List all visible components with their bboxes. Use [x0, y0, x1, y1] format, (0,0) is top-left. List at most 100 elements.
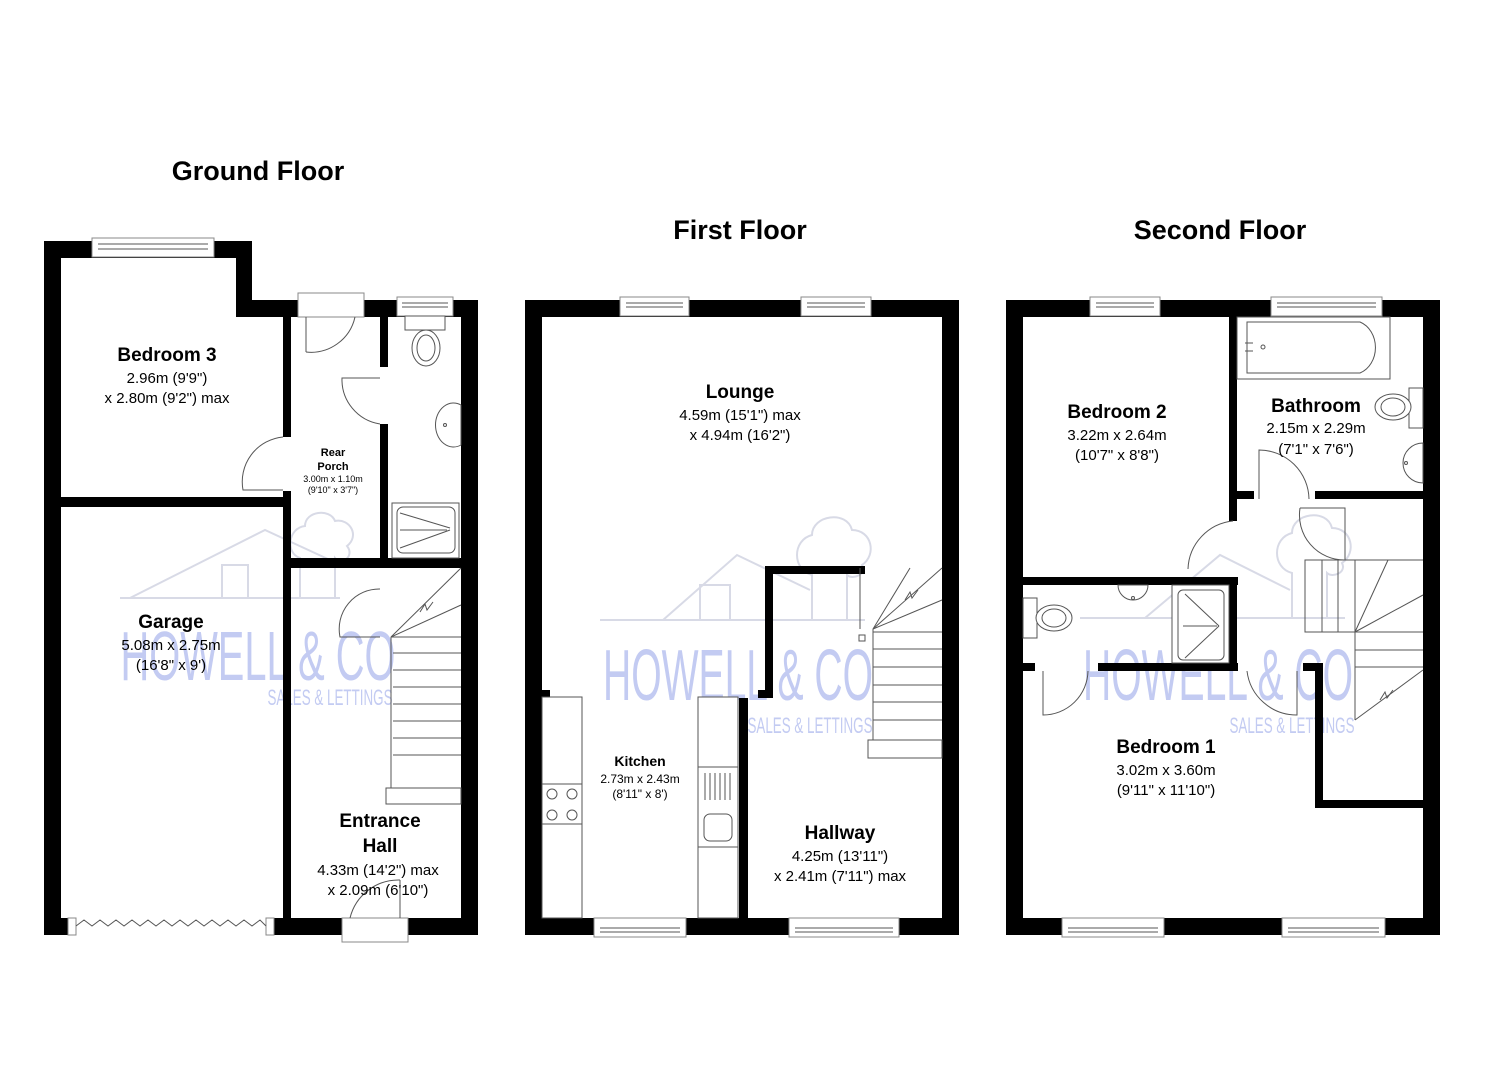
- wall: [1315, 800, 1423, 808]
- room-name: Entrance: [339, 811, 420, 832]
- wall: [1315, 663, 1323, 808]
- window: [593, 917, 687, 938]
- wall: [1315, 491, 1423, 499]
- window: [1270, 296, 1383, 317]
- window: [788, 917, 900, 938]
- wall: [942, 300, 959, 935]
- room-dimensions: 5.08m x 2.75m: [121, 637, 220, 654]
- room-dimensions: x 4.94m (16'2"): [690, 427, 791, 444]
- room-dimensions: (9'11" x 11'10"): [1117, 782, 1215, 799]
- room-dimensions: (7'1" x 7'6"): [1278, 441, 1354, 458]
- watermark-ground: HOWELL & CO SALES & LETTINGS: [120, 511, 396, 710]
- basin-icon: [1117, 584, 1149, 601]
- door-swing: [1246, 670, 1298, 716]
- window: [1061, 917, 1165, 938]
- toilet-icon: [1022, 597, 1073, 639]
- wall: [291, 558, 461, 568]
- room-dimensions: 2.96m (9'9"): [127, 370, 208, 387]
- garage-door: [67, 917, 275, 936]
- staircase: [385, 567, 462, 805]
- wall: [1006, 300, 1023, 935]
- wall: [1023, 577, 1238, 585]
- kitchen-worktop-right: [697, 696, 739, 919]
- front-door: [341, 879, 409, 943]
- ground-floor: Ground Floor: [44, 156, 478, 943]
- wall: [765, 566, 865, 574]
- room-dimensions: x 2.09m (6'10"): [328, 882, 429, 899]
- kitchen-worktop-left: [541, 696, 583, 919]
- room-name: Lounge: [706, 382, 775, 403]
- toilet-icon: [1374, 387, 1424, 429]
- room-dimensions: (8'11" x 8'): [612, 787, 667, 801]
- room-name: Kitchen: [614, 753, 665, 769]
- wall: [739, 698, 748, 918]
- wall: [380, 317, 388, 564]
- wall: [765, 566, 773, 698]
- first-floor: First Floor: [525, 215, 959, 938]
- staircase: [1304, 559, 1424, 721]
- door-swing: [341, 377, 381, 425]
- wall: [1229, 491, 1254, 499]
- window: [396, 296, 454, 317]
- room-dimensions: (9'10" x 3'7"): [308, 485, 358, 495]
- rear-door: [297, 292, 365, 353]
- room-dimensions: 4.59m (15'1") max: [679, 407, 801, 424]
- sink-icon: [703, 813, 733, 842]
- staircase: [858, 567, 943, 759]
- wall: [1023, 663, 1035, 671]
- wall: [1229, 499, 1237, 521]
- wall: [1229, 577, 1237, 669]
- door-swing: [1042, 670, 1089, 716]
- wall: [1423, 300, 1440, 935]
- window: [1281, 917, 1386, 938]
- wall: [61, 497, 285, 507]
- wall: [236, 241, 252, 317]
- floor-title: Second Floor: [1134, 215, 1307, 245]
- door-swing: [241, 436, 284, 491]
- house-logo-icon: [600, 516, 872, 621]
- room-dimensions: x 2.80m (9'2") max: [105, 390, 230, 407]
- floor-title: First Floor: [673, 215, 807, 245]
- door-swing: [338, 588, 381, 638]
- bathtub-icon: [1236, 316, 1391, 380]
- door-swing: [1187, 520, 1234, 570]
- room-name: Hallway: [805, 823, 876, 844]
- wall: [461, 300, 478, 935]
- room-name: Rear: [321, 447, 346, 459]
- wall: [283, 317, 291, 935]
- watermark-tagline: SALES & LETTINGS: [748, 713, 873, 738]
- window: [800, 296, 872, 317]
- room-dimensions: 3.00m x 1.10m: [303, 474, 363, 484]
- room-dimensions: (16'8" x 9'): [136, 657, 206, 674]
- shower-tray-icon: [1171, 584, 1230, 664]
- room-name: Garage: [138, 612, 203, 633]
- watermark-tagline: SALES & LETTINGS: [1230, 713, 1355, 738]
- basin-icon: [435, 402, 462, 448]
- room-name: Hall: [363, 836, 398, 857]
- room-dimensions: (10'7" x 8'8"): [1075, 447, 1159, 464]
- wall: [525, 300, 959, 317]
- wall: [525, 300, 542, 935]
- window: [91, 237, 215, 258]
- window: [1089, 296, 1161, 317]
- wall: [1229, 317, 1237, 499]
- wall: [44, 241, 61, 935]
- shower-tray-icon: [391, 502, 460, 559]
- room-dimensions: x 2.41m (7'11") max: [774, 868, 907, 885]
- room-dimensions: 2.73m x 2.43m: [600, 772, 679, 786]
- room-dimensions: 4.25m (13'11"): [792, 848, 888, 865]
- room-dimensions: 4.33m (14'2") max: [317, 862, 439, 879]
- room-name: Bedroom 3: [117, 345, 216, 366]
- room-dimensions: 3.02m x 3.60m: [1116, 762, 1215, 779]
- window: [619, 296, 690, 317]
- wall: [1098, 663, 1238, 671]
- watermark-brand: HOWELL & CO: [121, 617, 396, 695]
- room-dimensions: 2.15m x 2.29m: [1266, 420, 1365, 437]
- toilet-icon: [404, 315, 446, 367]
- wall: [542, 690, 550, 698]
- room-name: Bedroom 1: [1116, 737, 1216, 758]
- wall: [758, 690, 773, 698]
- floor-title: Ground Floor: [172, 156, 345, 186]
- wall: [1303, 663, 1323, 671]
